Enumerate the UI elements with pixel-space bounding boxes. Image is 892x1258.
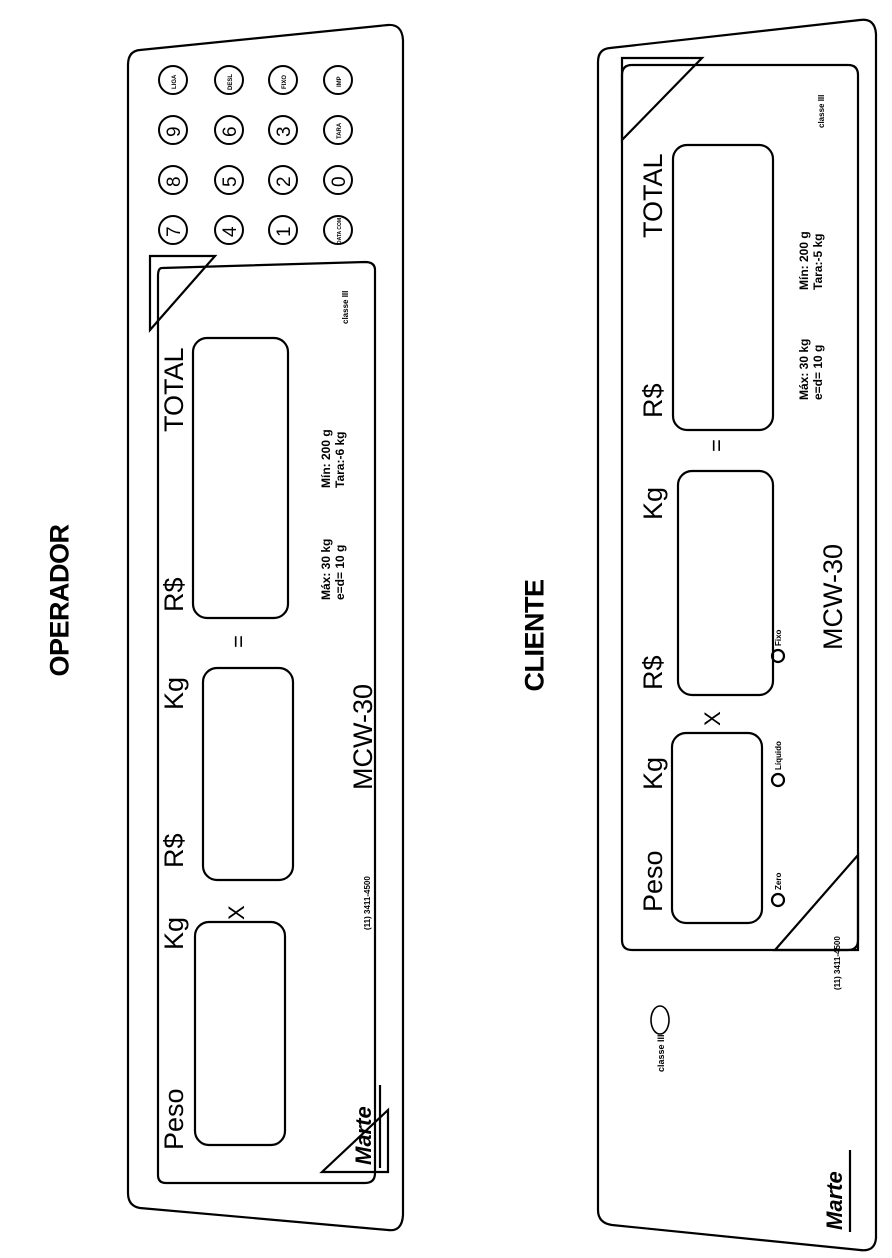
client-indicator-liquido (770, 772, 786, 788)
client-phone: (11) 3411-4500 (833, 936, 842, 990)
client-spec-max: Máx: 30 kg (797, 339, 811, 400)
operator-spec-tara: Tara:-6 kg (333, 432, 347, 488)
key-datacom-circle (323, 215, 353, 245)
operator-spec-min: Mín: 200 g (319, 429, 333, 488)
client-label-peso: Peso (638, 850, 668, 912)
key-0-circle (323, 165, 353, 195)
key-5-label: 5 (220, 176, 241, 187)
key-9-circle (158, 115, 188, 145)
operator-label-kg2: Kg (159, 677, 189, 710)
key-fixo-label: FIXO (282, 75, 288, 89)
key-2-circle (268, 165, 298, 195)
operator-keypad-labels: 7 8 9 LIGA 4 5 6 DESL 1 2 3 FIXO DATA CO… (164, 74, 350, 244)
operator-display-rs (201, 666, 295, 882)
client-outer-classe-badge (650, 1005, 670, 1035)
client-label-kg1: Kg (638, 757, 668, 790)
client-indicator-zero (770, 892, 786, 908)
key-liga-circle (158, 65, 188, 95)
client-label-total: TOTAL (638, 153, 668, 238)
operator-display-total (191, 336, 290, 620)
operator-label-equals: = (226, 635, 251, 648)
key-4-label: 4 (220, 226, 241, 237)
operator-phone: (11) 3411-4500 (363, 876, 372, 930)
operator-corner-bottom (319, 1107, 390, 1174)
key-liga-label: LIGA (172, 74, 178, 89)
operator-label-rs1: R$ (159, 833, 189, 868)
operator-label-peso: Peso (159, 1088, 189, 1150)
key-datacom-label: DATA COM (337, 218, 343, 244)
key-imp-label: IMP (337, 76, 343, 87)
client-label-rs2: R$ (638, 383, 668, 418)
key-3-label: 3 (274, 126, 295, 137)
key-4-circle (214, 215, 244, 245)
client-corner-bottom (772, 852, 860, 952)
key-6-circle (214, 115, 244, 145)
key-tara-label: TARA (337, 122, 343, 139)
key-7-label: 7 (164, 226, 185, 237)
client-spec-ed: e=d= 10 g (811, 345, 825, 400)
operator-label-rs2: R$ (159, 577, 189, 612)
key-7-circle (158, 215, 188, 245)
key-fixo-circle (268, 65, 298, 95)
key-2-label: 2 (274, 176, 295, 187)
client-spec-min: Mín: 200 g (797, 231, 811, 290)
client-display-rs (676, 469, 775, 697)
client-spec-classe-outer: classe III (656, 1034, 666, 1072)
key-8-label: 8 (164, 176, 185, 187)
key-tara-circle (323, 115, 353, 145)
operator-label-times: X (224, 905, 249, 920)
operator-panel-outline (126, 23, 405, 1232)
client-spec-tara: Tara:-5 kg (811, 234, 825, 290)
client-indicator-fixo (770, 648, 786, 664)
key-desl-circle (214, 65, 244, 95)
client-panel (596, 18, 878, 1252)
client-corner-top (620, 56, 705, 143)
client-model: MCW-30 (818, 544, 848, 650)
client-display-total (671, 143, 775, 432)
client-indicator-zero-label: Zero (774, 873, 783, 890)
key-1-circle (268, 215, 298, 245)
client-panel-outline (596, 18, 878, 1252)
operator-label-kg1: Kg (159, 917, 189, 950)
operator-model: MCW-30 (348, 684, 378, 790)
operator-display-area (156, 260, 377, 1185)
key-8-circle (158, 165, 188, 195)
operator-keypad (158, 65, 353, 245)
key-3-circle (268, 115, 298, 145)
client-indicator-liquido-label: Líquido (774, 741, 783, 770)
key-0-label: 0 (329, 176, 350, 187)
client-label-times: X (700, 711, 725, 726)
operator-spec-classe: classe III (341, 291, 350, 324)
client-label-kg2: Kg (638, 487, 668, 520)
operator-spec-ed: e=d= 10 g (333, 545, 347, 600)
operator-spec-max: Máx: 30 kg (319, 539, 333, 600)
operator-corner-top (148, 254, 218, 333)
key-9-label: 9 (164, 126, 185, 137)
key-1-label: 1 (274, 226, 295, 237)
operator-display-peso (193, 920, 287, 1147)
key-5-circle (214, 165, 244, 195)
client-brand: Marte (822, 1171, 847, 1230)
client-label-equals: = (704, 439, 729, 452)
operator-panel (126, 23, 405, 1232)
operator-label-total: TOTAL (159, 347, 189, 432)
client-label-rs1: R$ (638, 655, 668, 690)
key-6-label: 6 (220, 126, 241, 137)
client-spec-classe-inner: classe III (817, 95, 826, 128)
client-indicator-fixo-label: Fixo (774, 629, 783, 646)
key-desl-label: DESL (228, 74, 234, 90)
key-imp-circle (323, 65, 353, 95)
operator-brand: Marte (351, 1106, 376, 1165)
client-display-peso (670, 731, 764, 925)
